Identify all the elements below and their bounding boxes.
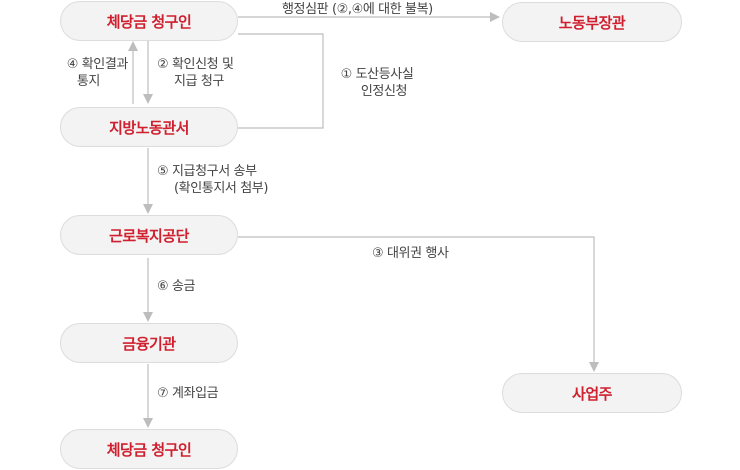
label-step1-line2: 인정신청 <box>360 84 408 99</box>
label-step4-line2: 통지 <box>76 74 101 89</box>
label-step4: ④ 확인결과 통지 <box>46 56 129 90</box>
node-ministry: 노동부장관 <box>502 2 682 42</box>
label-step2-line2: 지급 청구 <box>174 74 224 89</box>
label-step6: ⑥ 송금 <box>157 279 196 294</box>
node-bank: 금융기관 <box>60 323 238 363</box>
label-step5-line1: ⑤ 지급청구서 송부 <box>157 164 257 179</box>
label-appeal: 행정심판 (②,④에 대한 불복) <box>282 2 433 17</box>
label-step1: ① 도산등사실 인정신청 <box>326 66 428 100</box>
label-step3: ③ 대위권 행사 <box>372 246 449 261</box>
node-employer: 사업주 <box>502 373 682 413</box>
label-step7: ⑦ 계좌입금 <box>157 386 219 401</box>
label-step2-line1: ② 확인신청 및 <box>157 57 234 72</box>
node-claimant-top: 체당금 청구인 <box>60 1 238 41</box>
label-step5-line2: (확인통지서 첨부) <box>174 181 268 196</box>
label-step2: ② 확인신청 및 지급 청구 <box>157 56 234 90</box>
label-step4-line1: ④ 확인결과 <box>66 57 129 72</box>
label-step1-line1: ① 도산등사실 <box>340 67 414 82</box>
label-step5: ⑤ 지급청구서 송부 (확인통지서 첨부) <box>157 163 268 197</box>
edge-step3 <box>238 236 599 372</box>
edge-step1 <box>238 33 324 129</box>
node-claimant-bottom: 체당금 청구인 <box>60 429 238 469</box>
node-labor-office: 지방노동관서 <box>60 107 238 147</box>
node-welfare-corp: 근로복지공단 <box>60 215 238 255</box>
